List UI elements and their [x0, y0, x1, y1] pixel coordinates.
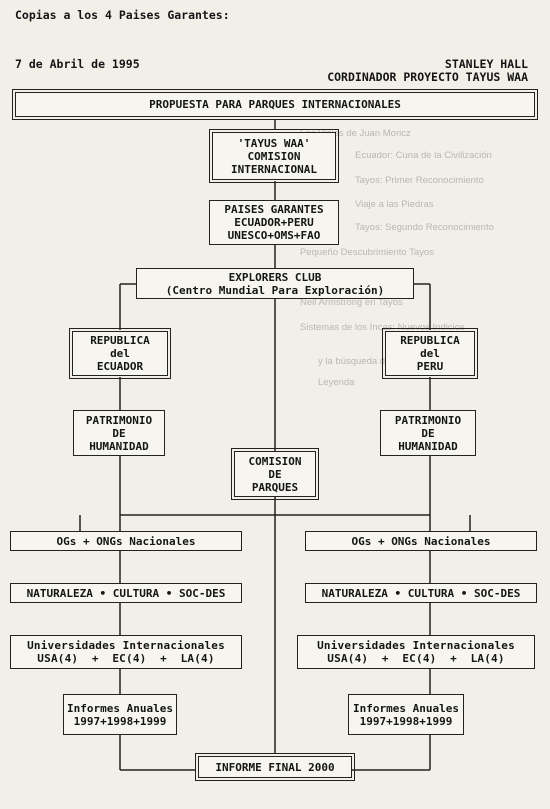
final-report-label: INFORME FINAL 2000: [215, 760, 335, 774]
author-role: CORDINADOR PROYECTO TAYUS WAA: [327, 70, 528, 84]
heritage-right-line-2: DE: [421, 426, 435, 440]
bleed-through-text: Pequeño Descubrimiento Tayos: [300, 247, 434, 258]
author-name: STANLEY HALL: [444, 57, 528, 71]
document-date: 7 de Abril de 1995: [15, 57, 140, 71]
peru-republic-box: REPUBLICA del PERU: [382, 328, 478, 379]
ngos-left-label: OGs + ONGs Nacionales: [56, 534, 196, 548]
bleed-through-text: Viaje a las Piedras: [355, 199, 434, 210]
bleed-through-text: Tayos: Segundo Reconocimiento: [355, 222, 494, 233]
commission-line-3: INTERNACIONAL: [230, 162, 318, 176]
heritage-left-line-1: PATRIMONIO: [85, 413, 153, 427]
heritage-right-box: PATRIMONIO DE HUMANIDAD: [380, 410, 476, 456]
reports-right-line-1: Informes Anuales: [353, 701, 459, 715]
parks-line-2: DE: [268, 467, 282, 481]
guarantor-countries-box: PAISES GARANTES ECUADOR+PERU UNESCO+OMS+…: [209, 200, 339, 245]
peru-line-2: del: [420, 347, 440, 360]
peru-line-1: REPUBLICA: [400, 334, 460, 347]
copies-note: Copias a los 4 Paises Garantes:: [15, 8, 230, 22]
ngos-right-box: OGs + ONGs Nacionales: [305, 531, 537, 551]
nature-culture-left-box: NATURALEZA • CULTURA • SOC-DES: [10, 583, 242, 603]
annual-reports-right-box: Informes Anuales 1997+1998+1999: [348, 694, 464, 735]
parks-commission-box: COMISION DE PARQUES: [231, 448, 319, 500]
parks-line-3: PARQUES: [251, 480, 299, 494]
ngos-left-box: OGs + ONGs Nacionales: [10, 531, 242, 551]
univ-right-line-2: USA(4) + EC(4) + LA(4): [327, 652, 505, 665]
bleed-through-text: Ecuador: Cuna de la Civilización: [355, 150, 492, 161]
ecuador-republic-box: REPUBLICA del ECUADOR: [69, 328, 171, 379]
heritage-left-box: PATRIMONIO DE HUMANIDAD: [73, 410, 165, 456]
final-report-box: INFORME FINAL 2000: [195, 753, 355, 781]
universities-left-box: Universidades Internacionales USA(4) + E…: [10, 635, 242, 669]
nature-culture-right-box: NATURALEZA • CULTURA • SOC-DES: [305, 583, 537, 603]
annual-reports-left-box: Informes Anuales 1997+1998+1999: [63, 694, 177, 735]
bleed-through-text: Los Viajes de Juan Moricz: [300, 128, 411, 139]
guarantors-line-2: ECUADOR+PERU: [234, 216, 314, 229]
ecuador-line-1: REPUBLICA: [90, 334, 150, 347]
commission-line-1: 'TAYUS WAA': [237, 136, 311, 150]
ecuador-line-2: del: [110, 347, 130, 360]
explorers-line-2: (Centro Mundial Para Exploración): [165, 283, 385, 297]
reports-left-line-2: 1997+1998+1999: [73, 714, 167, 728]
reports-right-line-2: 1997+1998+1999: [359, 714, 453, 728]
tayus-waa-commission-box: 'TAYUS WAA' COMISION INTERNACIONAL: [209, 129, 339, 183]
univ-right-line-1: Universidades Internacionales: [317, 639, 515, 652]
commission-line-2: COMISION: [247, 149, 301, 163]
guarantors-line-1: PAISES GARANTES: [224, 203, 324, 216]
heritage-right-line-1: PATRIMONIO: [394, 413, 462, 427]
bleed-through-text: Neil Armstrong en Tayos: [300, 297, 403, 308]
ecuador-line-3: ECUADOR: [96, 360, 144, 373]
univ-left-line-2: USA(4) + EC(4) + LA(4): [37, 652, 215, 665]
heritage-left-line-2: DE: [112, 426, 126, 440]
guarantors-line-3: UNESCO+OMS+FAO: [227, 229, 321, 242]
explorers-club-box: EXPLORERS CLUB (Centro Mundial Para Expl…: [136, 268, 414, 299]
heritage-right-line-3: HUMANIDAD: [398, 439, 458, 453]
proposal-banner: PROPUESTA PARA PARQUES INTERNACIONALES: [12, 89, 538, 120]
univ-left-line-1: Universidades Internacionales: [27, 639, 225, 652]
bleed-through-text: Tayos: Primer Reconocimiento: [355, 175, 484, 186]
bleed-through-text: Leyenda: [318, 377, 355, 388]
reports-left-line-1: Informes Anuales: [67, 701, 173, 715]
ngos-right-label: OGs + ONGs Nacionales: [351, 534, 491, 548]
heritage-left-line-3: HUMANIDAD: [89, 439, 149, 453]
proposal-title: PROPUESTA PARA PARQUES INTERNACIONALES: [149, 98, 401, 111]
universities-right-box: Universidades Internacionales USA(4) + E…: [297, 635, 535, 669]
explorers-line-1: EXPLORERS CLUB: [228, 270, 322, 284]
bleed-through-text: Sistemas de los Incas: Nuevos Indicios: [300, 322, 465, 333]
parks-line-1: COMISION: [248, 454, 302, 468]
nature-right-label: NATURALEZA • CULTURA • SOC-DES: [321, 586, 521, 600]
nature-left-label: NATURALEZA • CULTURA • SOC-DES: [26, 586, 226, 600]
peru-line-3: PERU: [416, 360, 444, 373]
